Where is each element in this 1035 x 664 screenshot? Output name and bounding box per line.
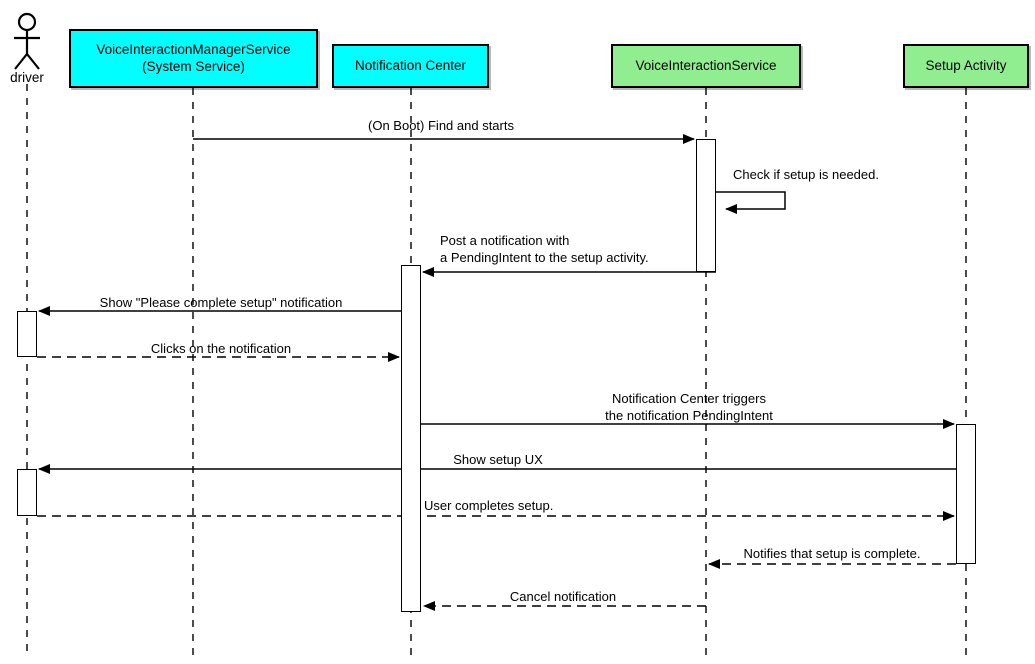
activation-bar-notification_center — [401, 265, 421, 612]
actor-label-driver: driver — [10, 70, 44, 85]
participant-label-notification-center: Notification Center — [354, 57, 467, 73]
message-arrow-m2 — [716, 191, 786, 214]
message-label-line2: a PendingIntent to the setup activity. — [440, 249, 649, 265]
participant-label-setup-activity: Setup Activity — [925, 57, 1007, 73]
message-label-line1: Notification Center triggers — [612, 391, 766, 406]
activation-bar-vis — [696, 139, 716, 272]
activation-bar-driver — [17, 311, 37, 357]
message-label-m10: Cancel notification — [509, 589, 617, 604]
actor-figure — [14, 12, 40, 70]
message-label-m1: (On Boot) Find and starts — [368, 118, 514, 133]
actor-leg-right — [26, 53, 40, 70]
messages-group — [37, 134, 956, 611]
message-label-m2: Check if setup is needed. — [733, 167, 879, 182]
message-label-m4: Show "Please complete setup" notificatio… — [99, 295, 343, 310]
participant-box-voiceinteractionservice[interactable]: VoiceInteractionService — [611, 44, 801, 88]
participant-label-line1: VoiceInteractionManagerService — [96, 41, 291, 57]
participant-label-vims: VoiceInteractionManagerService (System S… — [96, 42, 290, 76]
activation-bar-driver — [17, 469, 37, 516]
participant-box-voiceinteractionmanagerservice[interactable]: VoiceInteractionManagerService (System S… — [69, 29, 318, 88]
message-label-line1: Post a notification with — [440, 233, 570, 248]
message-label-line2: the notification PendingIntent — [605, 407, 773, 423]
actor-head — [17, 12, 37, 32]
participant-label-line2: (System Service) — [142, 58, 245, 74]
message-label-m9: Notifies that setup is complete. — [743, 546, 921, 561]
actor-leg-left — [14, 53, 28, 70]
message-label-m8: User completes setup. — [424, 498, 554, 513]
participant-box-notification-center[interactable]: Notification Center — [332, 44, 489, 88]
message-label-m7: Show setup UX — [453, 452, 543, 467]
activation-bar-setup_activity — [956, 424, 976, 564]
participant-label-voiceinteractionservice: VoiceInteractionService — [635, 57, 777, 73]
participant-box-setup-activity[interactable]: Setup Activity — [903, 44, 1029, 88]
message-label-m5: Clicks on the notification — [150, 341, 292, 356]
